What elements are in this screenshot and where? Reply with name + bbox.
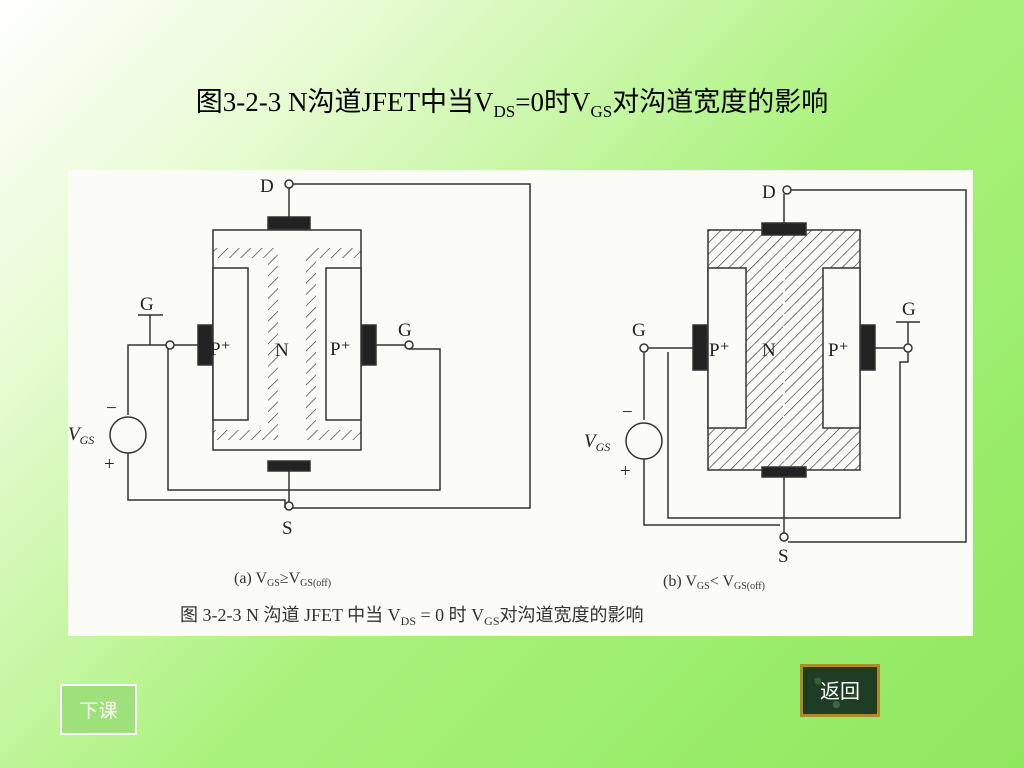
label-plus-b: + — [620, 461, 631, 482]
label-vgs-b: VGS — [584, 431, 610, 454]
label-minus-a: − — [106, 398, 117, 419]
label-gate-left-b: G — [632, 320, 646, 341]
diagram-b-labels: D S G G P⁺ P⁺ N VGS − + — [584, 182, 916, 567]
label-gate-left-a: G — [140, 294, 154, 315]
label-minus-b: − — [622, 402, 633, 423]
figure-caption: 图 3-2-3 N 沟道 JFET 中当 VDS = 0 时 VGS对沟道宽度的… — [180, 605, 644, 628]
return-button-label: 返回 — [820, 679, 860, 703]
label-vgs-a: VGS — [68, 424, 94, 447]
end-class-button-label: 下课 — [79, 700, 118, 722]
label-drain-a: D — [260, 176, 274, 197]
label-n-a: N — [275, 340, 289, 361]
caption-b: (b) VGS< VGS(off) — [663, 573, 765, 592]
label-source-b: S — [778, 546, 789, 567]
label-source-a: S — [282, 518, 293, 539]
label-gate-right-a: G — [398, 320, 412, 341]
jfet-diagram: D S G G P⁺ P⁺ N VGS − + — [68, 176, 967, 628]
label-p-left-a: P⁺ — [210, 339, 231, 360]
figure-panel: D S G G P⁺ P⁺ N VGS − + — [68, 170, 973, 636]
return-button[interactable]: 返回 — [800, 664, 880, 717]
diagram-a — [109, 179, 531, 511]
end-class-button[interactable]: 下课 — [60, 684, 137, 735]
label-drain-b: D — [762, 182, 776, 203]
diagram-a-labels: D S G G P⁺ P⁺ N VGS − + — [68, 176, 412, 539]
diagram-b — [625, 185, 967, 543]
label-p-left-b: P⁺ — [709, 340, 730, 361]
label-gate-right-b: G — [902, 299, 916, 320]
label-p-right-b: P⁺ — [828, 340, 849, 361]
label-plus-a: + — [104, 454, 115, 475]
slide-title: 图3-2-3 N沟道JFET中当VDS=0时VGS对沟道宽度的影响 — [195, 87, 829, 121]
label-n-b: N — [762, 340, 776, 361]
label-p-right-a: P⁺ — [330, 339, 351, 360]
caption-a: (a) VGS≥VGS(off) — [234, 570, 331, 589]
